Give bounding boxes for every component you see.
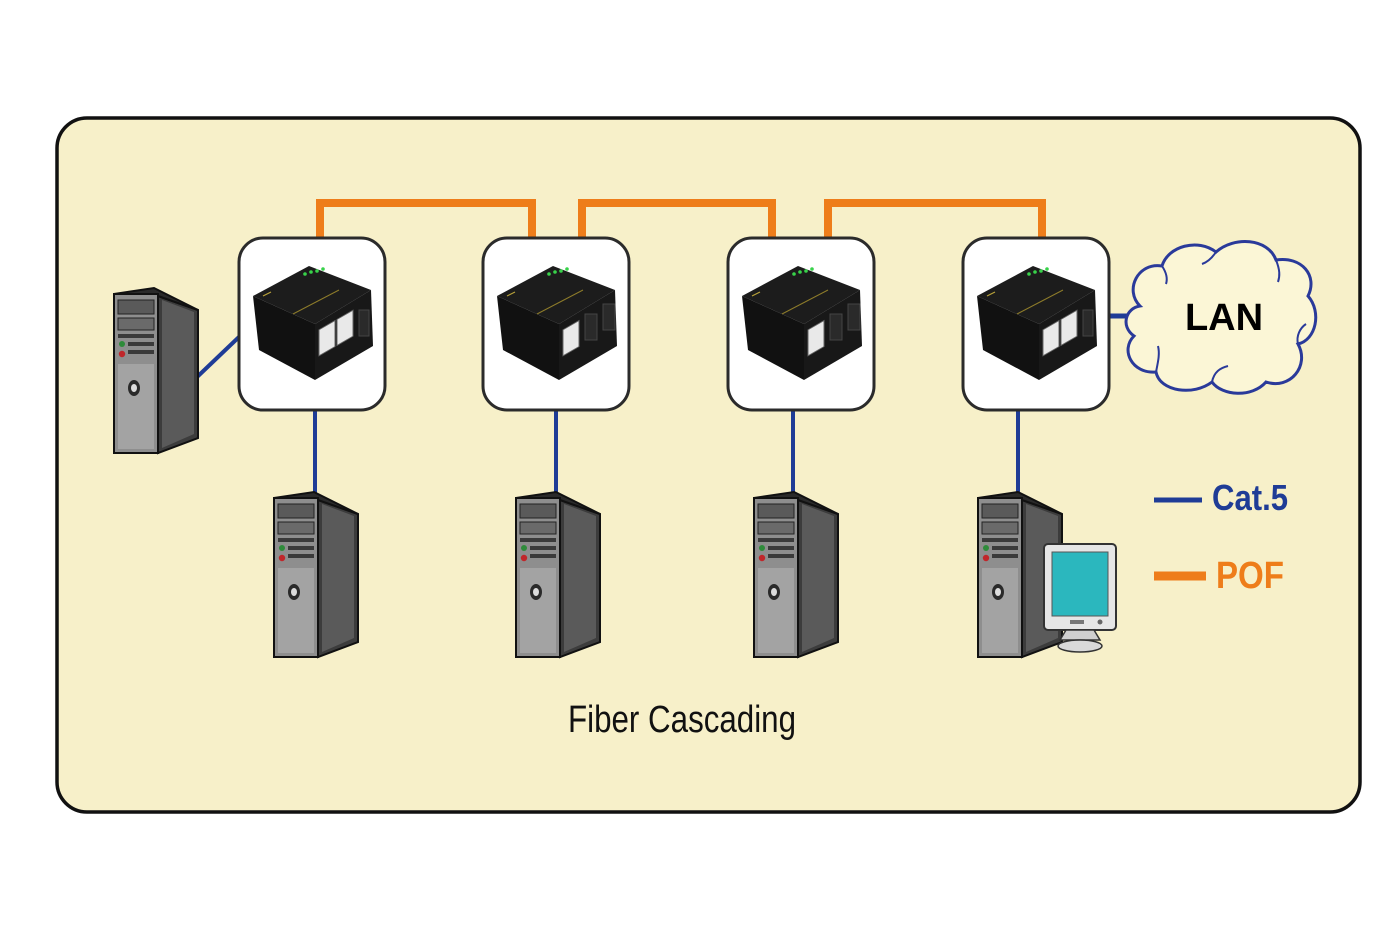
pof-link-2-3	[578, 199, 776, 238]
legend-label-pof: POF	[1216, 555, 1284, 597]
cat5-links	[194, 313, 1132, 496]
legend: Cat.5 POF	[1154, 477, 1288, 597]
cloud-icon	[1124, 240, 1318, 395]
pc-left	[113, 287, 199, 454]
tower-pc-icon	[273, 491, 359, 658]
tower-pc-icon	[515, 491, 601, 658]
tower-pc-icon	[113, 287, 199, 454]
pc-1	[273, 491, 359, 658]
pof-links	[316, 199, 1046, 238]
diagram-title: Fiber Cascading	[568, 699, 796, 741]
pof-link-1-2	[316, 199, 536, 238]
legend-label-cat5: Cat.5	[1212, 477, 1288, 518]
converter-1	[237, 236, 387, 412]
tower-pc-icon	[753, 491, 839, 658]
legend-item-pof: POF	[1154, 555, 1284, 597]
converter-2	[481, 236, 631, 412]
lan-label: LAN	[1185, 297, 1263, 339]
monitor-icon	[1043, 543, 1117, 653]
pof-link-3-4	[824, 199, 1046, 238]
converter-3	[726, 236, 876, 412]
pc-3	[753, 491, 839, 658]
lan-cloud: LAN	[1124, 240, 1318, 395]
converter-4	[961, 236, 1111, 412]
pc-2	[515, 491, 601, 658]
cat5-link-pc-left	[194, 334, 242, 380]
legend-item-cat5: Cat.5	[1154, 477, 1288, 518]
